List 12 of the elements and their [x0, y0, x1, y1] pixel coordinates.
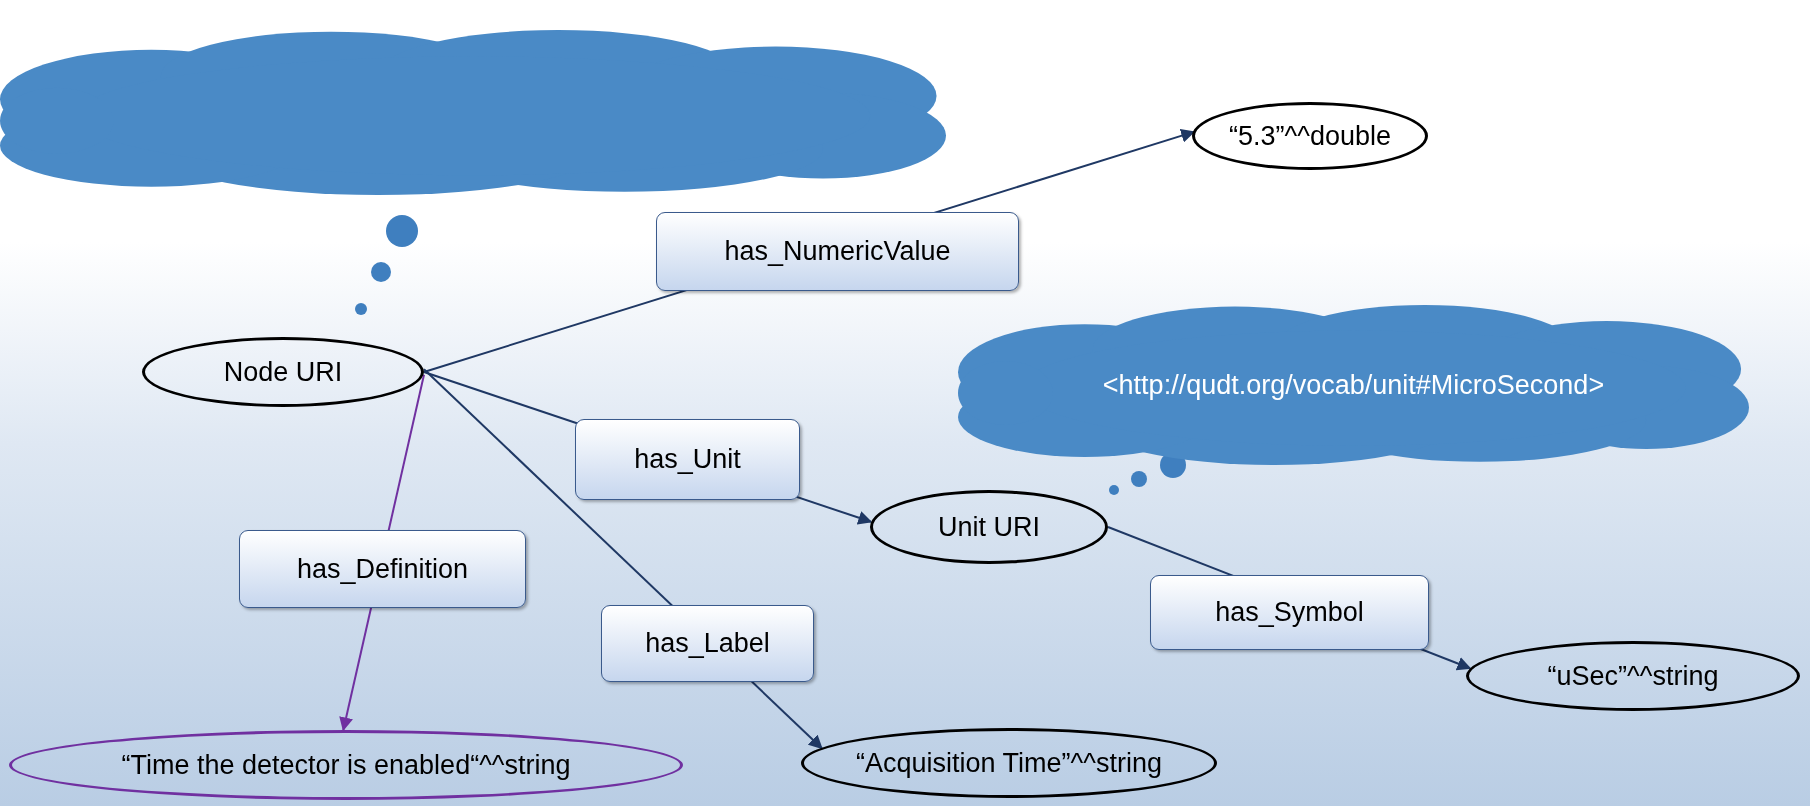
edge-label: has_NumericValue	[656, 212, 1019, 291]
edge-label: has_Unit	[575, 419, 800, 500]
ellipse-node: “Acquisition Time”^^string	[801, 728, 1217, 798]
ellipse-node: Node URI	[142, 337, 424, 407]
ellipse-node: “5.3”^^double	[1192, 102, 1428, 170]
ellipse-node: “uSec”^^string	[1466, 641, 1800, 711]
ellipse-node: Unit URI	[870, 490, 1108, 564]
uri-text: <http://qudt.org/vocab/unit#MicroSecond>	[1102, 369, 1605, 401]
edge-label: has_Definition	[239, 530, 526, 608]
ellipse-node: “Time the detector is enabled“^^string	[9, 730, 683, 800]
edge-label: has_Symbol	[1150, 575, 1429, 650]
edge-label: has_Label	[601, 605, 814, 682]
